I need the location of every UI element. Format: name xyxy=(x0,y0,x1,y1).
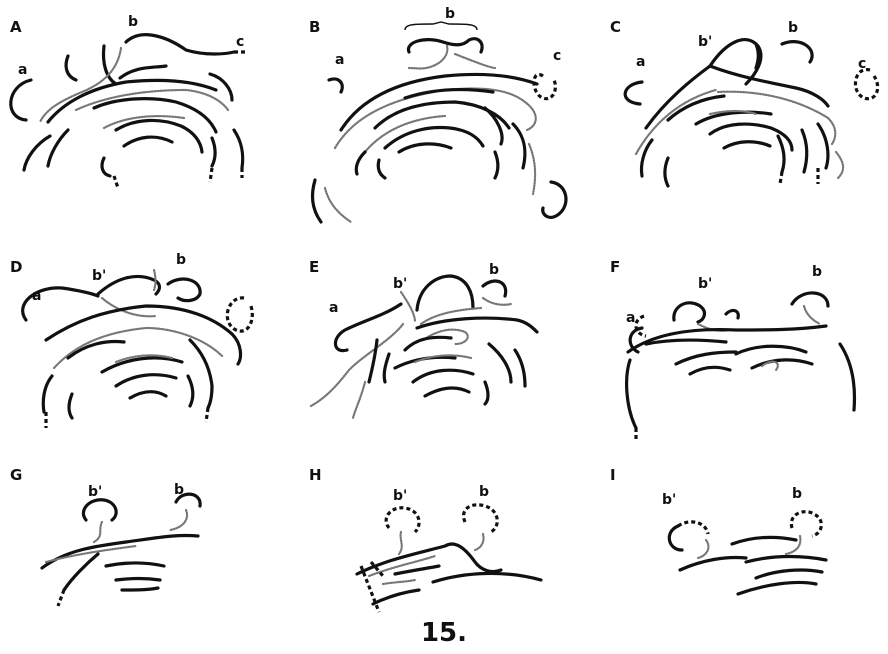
panel-e: E a b' b xyxy=(305,258,585,473)
panel-c-drawing xyxy=(606,18,886,233)
panel-f: F a b' b xyxy=(606,258,886,473)
panel-d-drawing xyxy=(6,258,286,473)
panel-f-drawing xyxy=(606,258,886,473)
panel-c: C a b' b c xyxy=(606,18,886,233)
panel-b: B a b c xyxy=(305,18,585,233)
figure-number: 15. xyxy=(0,618,888,648)
panel-a: A a b c xyxy=(6,18,286,233)
panel-d: D a b' b xyxy=(6,258,286,473)
panel-e-drawing xyxy=(305,258,585,473)
panel-b-drawing xyxy=(305,18,585,233)
panel-a-drawing xyxy=(6,18,286,233)
